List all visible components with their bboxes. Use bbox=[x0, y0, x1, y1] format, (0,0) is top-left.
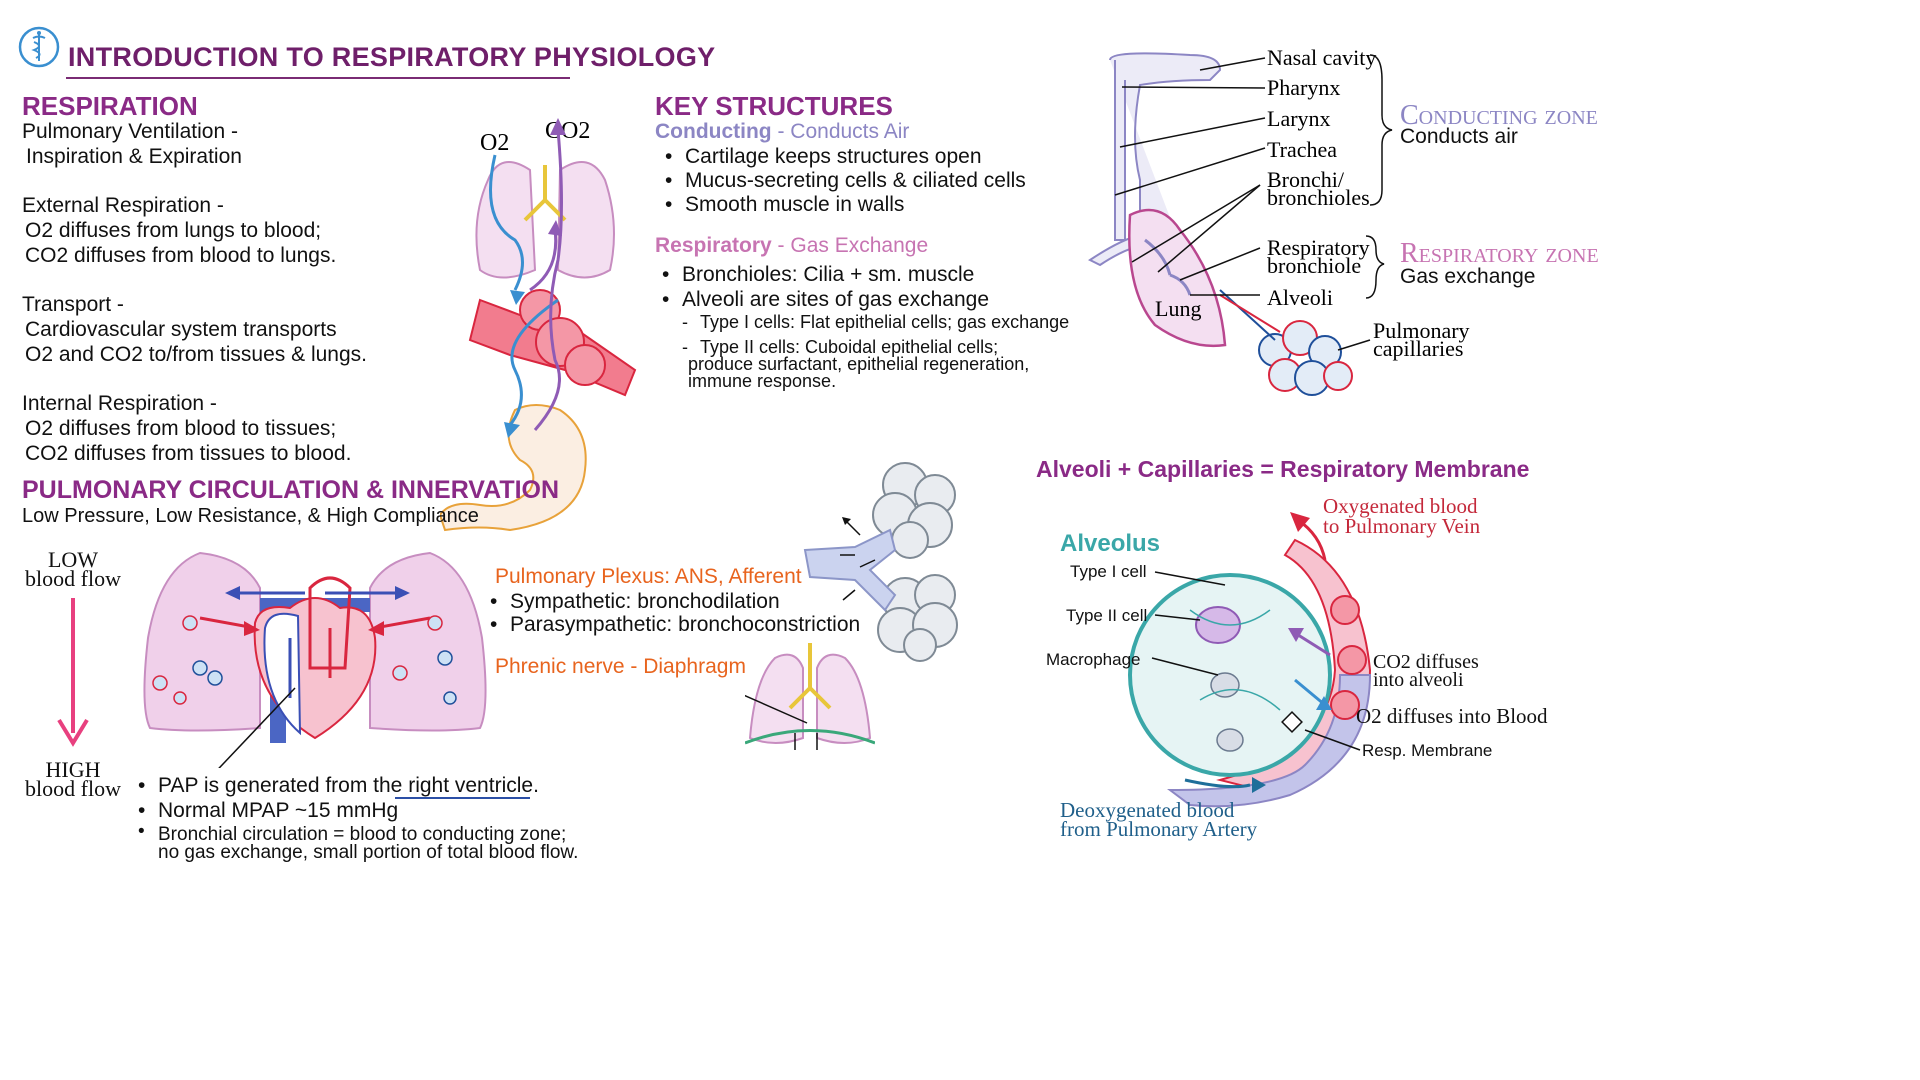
title-underline bbox=[66, 77, 570, 79]
larynx-label: Larynx bbox=[1267, 106, 1331, 131]
circulation-subheading: Low Pressure, Low Resistance, & High Com… bbox=[22, 505, 479, 527]
resp-bronchiole-label-2: bronchiole bbox=[1267, 253, 1361, 278]
respiratory-brace bbox=[1365, 235, 1385, 299]
lung-nodules bbox=[152, 615, 457, 705]
deoxy-label: Deoxygenated blood from Pulmonary Artery bbox=[1060, 798, 1258, 841]
list-item: Bronchial circulation = blood to conduct… bbox=[128, 823, 578, 862]
list-item: Type I cells: Flat epithelial cells; gas… bbox=[650, 313, 1069, 331]
respiratory-zone-title: Respiratory zone bbox=[1400, 238, 1599, 269]
list-item: Sympathetic: bronchodilation bbox=[480, 590, 860, 613]
list-item: Cartilage keeps structures open bbox=[655, 145, 1026, 169]
conducting-zone-title: Conducting zone bbox=[1400, 100, 1598, 131]
conducting-line: Conducting - Conducts Air bbox=[655, 119, 909, 144]
page-title: INTRODUCTION TO RESPIRATORY PHYSIOLOGY bbox=[68, 42, 716, 72]
macrophage-label: Macrophage bbox=[1046, 650, 1141, 669]
bronchioles-label: bronchioles bbox=[1267, 185, 1370, 210]
resp-item-external: External Respiration - O2 diffuses from … bbox=[22, 194, 337, 267]
flow-arrow bbox=[57, 598, 89, 747]
respiratory-bullets: Bronchioles: Cilia + sm. muscle Alveoli … bbox=[652, 262, 989, 312]
capillaries-cluster bbox=[1219, 289, 1353, 396]
respiration-heading: RESPIRATION bbox=[22, 91, 198, 121]
rv-underline bbox=[395, 797, 530, 799]
membrane-heading: Alveoli + Capillaries = Respiratory Memb… bbox=[1036, 456, 1530, 482]
trachea-label: Trachea bbox=[1267, 137, 1337, 162]
caduceus-icon bbox=[18, 26, 60, 68]
o2-label: O2 bbox=[480, 130, 509, 156]
pharynx-label: Pharynx bbox=[1267, 75, 1340, 100]
lung-label: Lung bbox=[1155, 296, 1201, 321]
low-flow-label: LOW blood flow bbox=[25, 547, 121, 591]
heart-lungs-diagram bbox=[143, 551, 487, 768]
list-item: PAP is generated from the right ventricl… bbox=[128, 773, 578, 798]
list-item: Parasympathetic: bronchoconstriction bbox=[480, 613, 860, 636]
innervation-bullets: Sympathetic: bronchodilation Parasympath… bbox=[480, 590, 860, 636]
pulm-cap-label-1: Pulmonary bbox=[1373, 318, 1470, 343]
nasal-label: Nasal cavity bbox=[1267, 45, 1376, 70]
alveolar-cloud-top bbox=[872, 462, 956, 559]
conducting-brace bbox=[1369, 54, 1393, 206]
respiratory-zone-desc: Gas exchange bbox=[1400, 265, 1536, 288]
oxy-label: Oxygenated blood to Pulmonary Vein bbox=[1323, 494, 1481, 538]
respiratory-line: Respiratory - Gas Exchange bbox=[655, 233, 928, 258]
type2-label: Type II cell bbox=[1066, 606, 1148, 625]
airway-diagram: Lung Nasal cavity Pharynx Larynx Trachea… bbox=[1088, 45, 1470, 396]
right-lung-shape bbox=[369, 551, 487, 732]
list-item: Smooth muscle in walls bbox=[655, 193, 1026, 217]
list-item: Normal MPAP ~15 mmHg bbox=[128, 798, 578, 823]
conducting-zone-desc: Conducts air bbox=[1400, 125, 1518, 148]
respiration-list: Pulmonary Ventilation - Inspiration & Ex… bbox=[22, 119, 382, 466]
high-flow-label: HIGH blood flow bbox=[25, 757, 121, 801]
list-item: Type II cells: Cuboidal epithelial cells… bbox=[650, 338, 1069, 390]
conducting-desc: - Conducts Air bbox=[771, 120, 910, 143]
type1-label: Type I cell bbox=[1070, 562, 1147, 581]
alveoli-label: Alveoli bbox=[1267, 285, 1333, 310]
o2-diffuse-label: O2 diffuses into Blood bbox=[1356, 704, 1548, 728]
respiratory-subs: Type I cells: Flat epithelial cells; gas… bbox=[650, 313, 1069, 390]
pulm-cap-label-2: capillaries bbox=[1373, 336, 1463, 361]
left-lung-shape bbox=[143, 551, 261, 732]
list-item: Mucus-secreting cells & ciliated cells bbox=[655, 169, 1026, 193]
conducting-bullets: Cartilage keeps structures open Mucus-se… bbox=[655, 145, 1026, 217]
list-item: Alveoli are sites of gas exchange bbox=[652, 287, 989, 312]
conducting-label: Conducting bbox=[655, 120, 772, 143]
co2-diffuse-label: CO2 diffuses into alveoli bbox=[1373, 651, 1479, 691]
circulation-heading: PULMONARY CIRCULATION & INNERVATION bbox=[22, 476, 560, 504]
resp-item-transport: Transport - Cardiovascular system transp… bbox=[22, 293, 367, 366]
key-structures-heading: KEY STRUCTURES bbox=[655, 91, 893, 121]
list-item: Bronchioles: Cilia + sm. muscle bbox=[652, 262, 989, 287]
stomach-shape bbox=[440, 404, 587, 532]
alveolar-cloud-bottom bbox=[877, 574, 958, 662]
bronchus-shape bbox=[803, 528, 897, 612]
respiratory-desc: - Gas Exchange bbox=[771, 234, 929, 257]
bronchi-label: Bronchi/ bbox=[1267, 167, 1345, 192]
diaphragm-curve bbox=[745, 729, 875, 745]
membrane-diagram bbox=[1128, 512, 1372, 808]
circulation-bullets: PAP is generated from the right ventricl… bbox=[128, 773, 578, 862]
respiration-diagram: O2 CO2 bbox=[440, 118, 637, 532]
resp-membrane-label: Resp. Membrane bbox=[1362, 741, 1493, 760]
plexus-heading: Pulmonary Plexus: ANS, Afferent bbox=[495, 565, 802, 588]
diaphragm-diagram bbox=[745, 643, 875, 750]
resp-item-internal: Internal Respiration - O2 diffuses from … bbox=[22, 392, 352, 465]
phrenic-heading: Phrenic nerve - Diaphragm bbox=[495, 655, 746, 678]
resp-bronchiole-label-1: Respiratory bbox=[1267, 235, 1370, 260]
co2-label: CO2 bbox=[545, 118, 590, 144]
resp-item-ventilation: Pulmonary Ventilation - Inspiration & Ex… bbox=[22, 120, 242, 168]
respiratory-label: Respiratory bbox=[655, 234, 772, 257]
bronchi-cloud-diagram bbox=[803, 462, 958, 662]
alveolus-heading: Alveolus bbox=[1060, 530, 1161, 557]
